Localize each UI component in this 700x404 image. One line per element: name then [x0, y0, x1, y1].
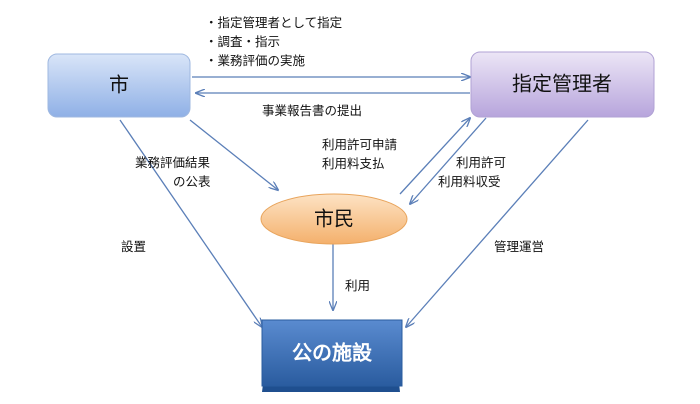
designation-item-3: ・業務評価の実施 [205, 53, 306, 68]
facility-label: 公の施設 [292, 341, 373, 365]
arrow-manager-to-citizen [410, 117, 487, 204]
publish-label-line2: の公表 [173, 174, 211, 189]
city-label: 市 [109, 73, 129, 97]
facility-node: 公の施設 [261, 319, 403, 392]
permit-label-line2: 利用料収受 [438, 174, 501, 189]
use-label: 利用 [345, 278, 370, 293]
designation-item-2: ・調査・指示 [205, 34, 280, 49]
setup-label: 設置 [121, 239, 146, 254]
citizen-label: 市民 [314, 207, 354, 231]
designation-item-1: ・指定管理者として指定 [205, 15, 342, 30]
manager-node: 指定管理者 [470, 51, 655, 118]
arrow-citizen-to-manager [399, 118, 470, 195]
arrow-manager-to-facility [406, 119, 589, 327]
citizen-node: 市民 [260, 193, 408, 245]
apply-label-line1: 利用許可申請 [322, 137, 397, 152]
arrow-city-to-citizen [189, 119, 278, 190]
publish-label-line1: 業務評価結果 [135, 155, 211, 170]
apply-label-line2: 利用料支払 [322, 156, 385, 171]
report-label: 事業報告書の提出 [262, 103, 362, 118]
city-node: 市 [47, 53, 191, 118]
operate-label: 管理運営 [494, 239, 544, 254]
permit-label-line1: 利用許可 [456, 155, 506, 170]
manager-label: 指定管理者 [512, 72, 612, 96]
arrow-city-to-facility [119, 119, 262, 327]
